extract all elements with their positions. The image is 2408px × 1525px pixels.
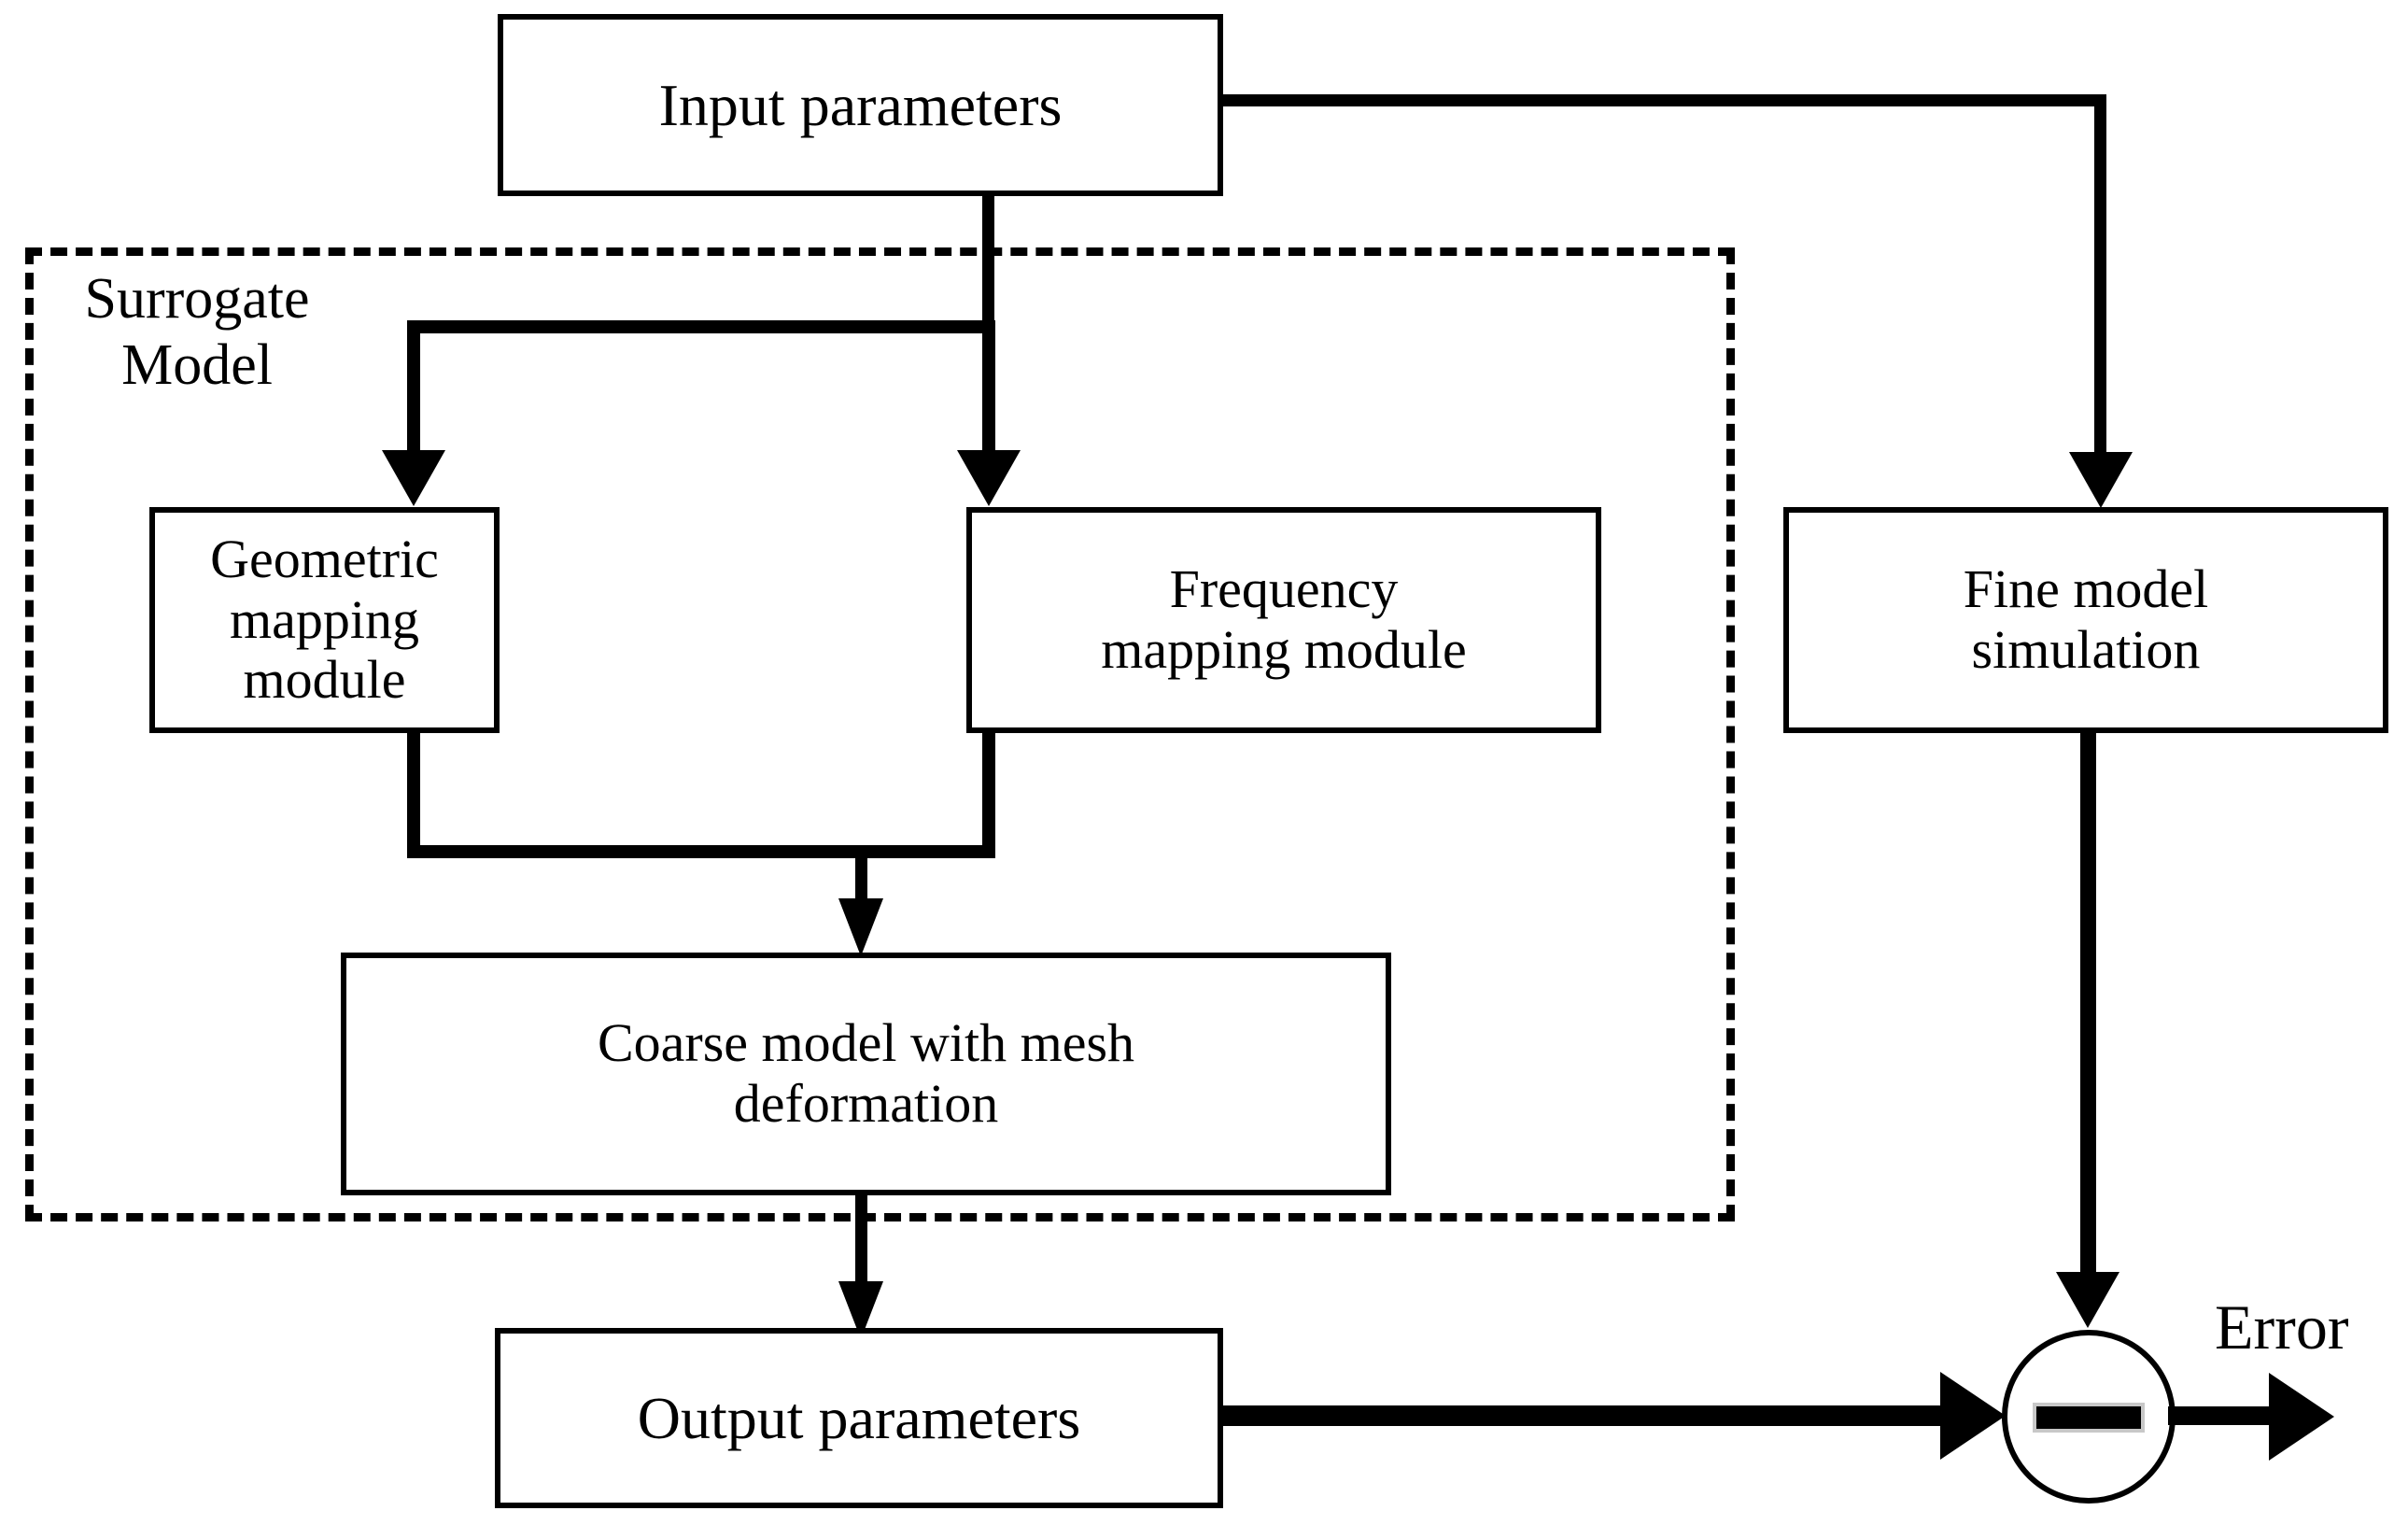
edge-geometric-merge-drop — [407, 733, 420, 856]
arrowhead-to-coarse-model — [838, 898, 883, 956]
edge-input-to-fine-model-run — [1223, 94, 2106, 106]
arrowhead-to-geometric-mapping — [382, 450, 445, 506]
edge-split-right-drop — [982, 320, 995, 459]
edge-merge-to-coarse-stem — [855, 845, 867, 909]
edge-input-to-fine-model-drop — [2094, 94, 2106, 460]
edge-coarse-to-output-stem — [855, 1195, 867, 1300]
node-geometric-mapping-module[interactable]: Geometric mapping module — [149, 507, 500, 733]
arrowhead-to-error — [2269, 1373, 2334, 1461]
edge-fine-model-to-sum — [2080, 733, 2096, 1279]
node-geometric-mapping-module-label: Geometric mapping module — [210, 528, 439, 711]
arrowhead-to-sum-junction — [1940, 1372, 2006, 1460]
node-fine-model-simulation-label: Fine model simulation — [1963, 558, 2209, 680]
edge-merge-bar — [407, 845, 995, 858]
arrowhead-fine-model-to-sum — [2056, 1272, 2119, 1328]
edge-split-bar — [407, 320, 995, 333]
node-output-parameters-label: Output parameters — [637, 1384, 1081, 1451]
node-coarse-model-label: Coarse model with mesh deformation — [597, 1012, 1135, 1134]
edge-frequency-merge-drop — [982, 733, 995, 856]
edge-split-left-drop — [407, 320, 420, 459]
node-fine-model-simulation[interactable]: Fine model simulation — [1783, 507, 2388, 733]
node-frequency-mapping-module-label: Frequency mapping module — [1101, 558, 1467, 680]
edge-input-to-split-stem — [982, 196, 994, 332]
node-output-parameters[interactable]: Output parameters — [495, 1328, 1223, 1508]
node-input-parameters[interactable]: Input parameters — [498, 14, 1223, 196]
edge-output-to-sum — [1223, 1405, 1951, 1426]
error-label: Error — [2215, 1292, 2349, 1363]
surrogate-model-region — [25, 247, 1735, 1221]
edge-sum-to-error — [2168, 1406, 2280, 1425]
arrowhead-to-frequency-mapping — [957, 450, 1021, 506]
node-coarse-model[interactable]: Coarse model with mesh deformation — [341, 953, 1391, 1195]
surrogate-model-label: Surrogate Model — [84, 267, 310, 398]
minus-operator-icon — [2033, 1403, 2145, 1433]
arrowhead-to-fine-model — [2069, 452, 2133, 508]
node-frequency-mapping-module[interactable]: Frequency mapping module — [966, 507, 1601, 733]
node-input-parameters-label: Input parameters — [658, 71, 1063, 138]
